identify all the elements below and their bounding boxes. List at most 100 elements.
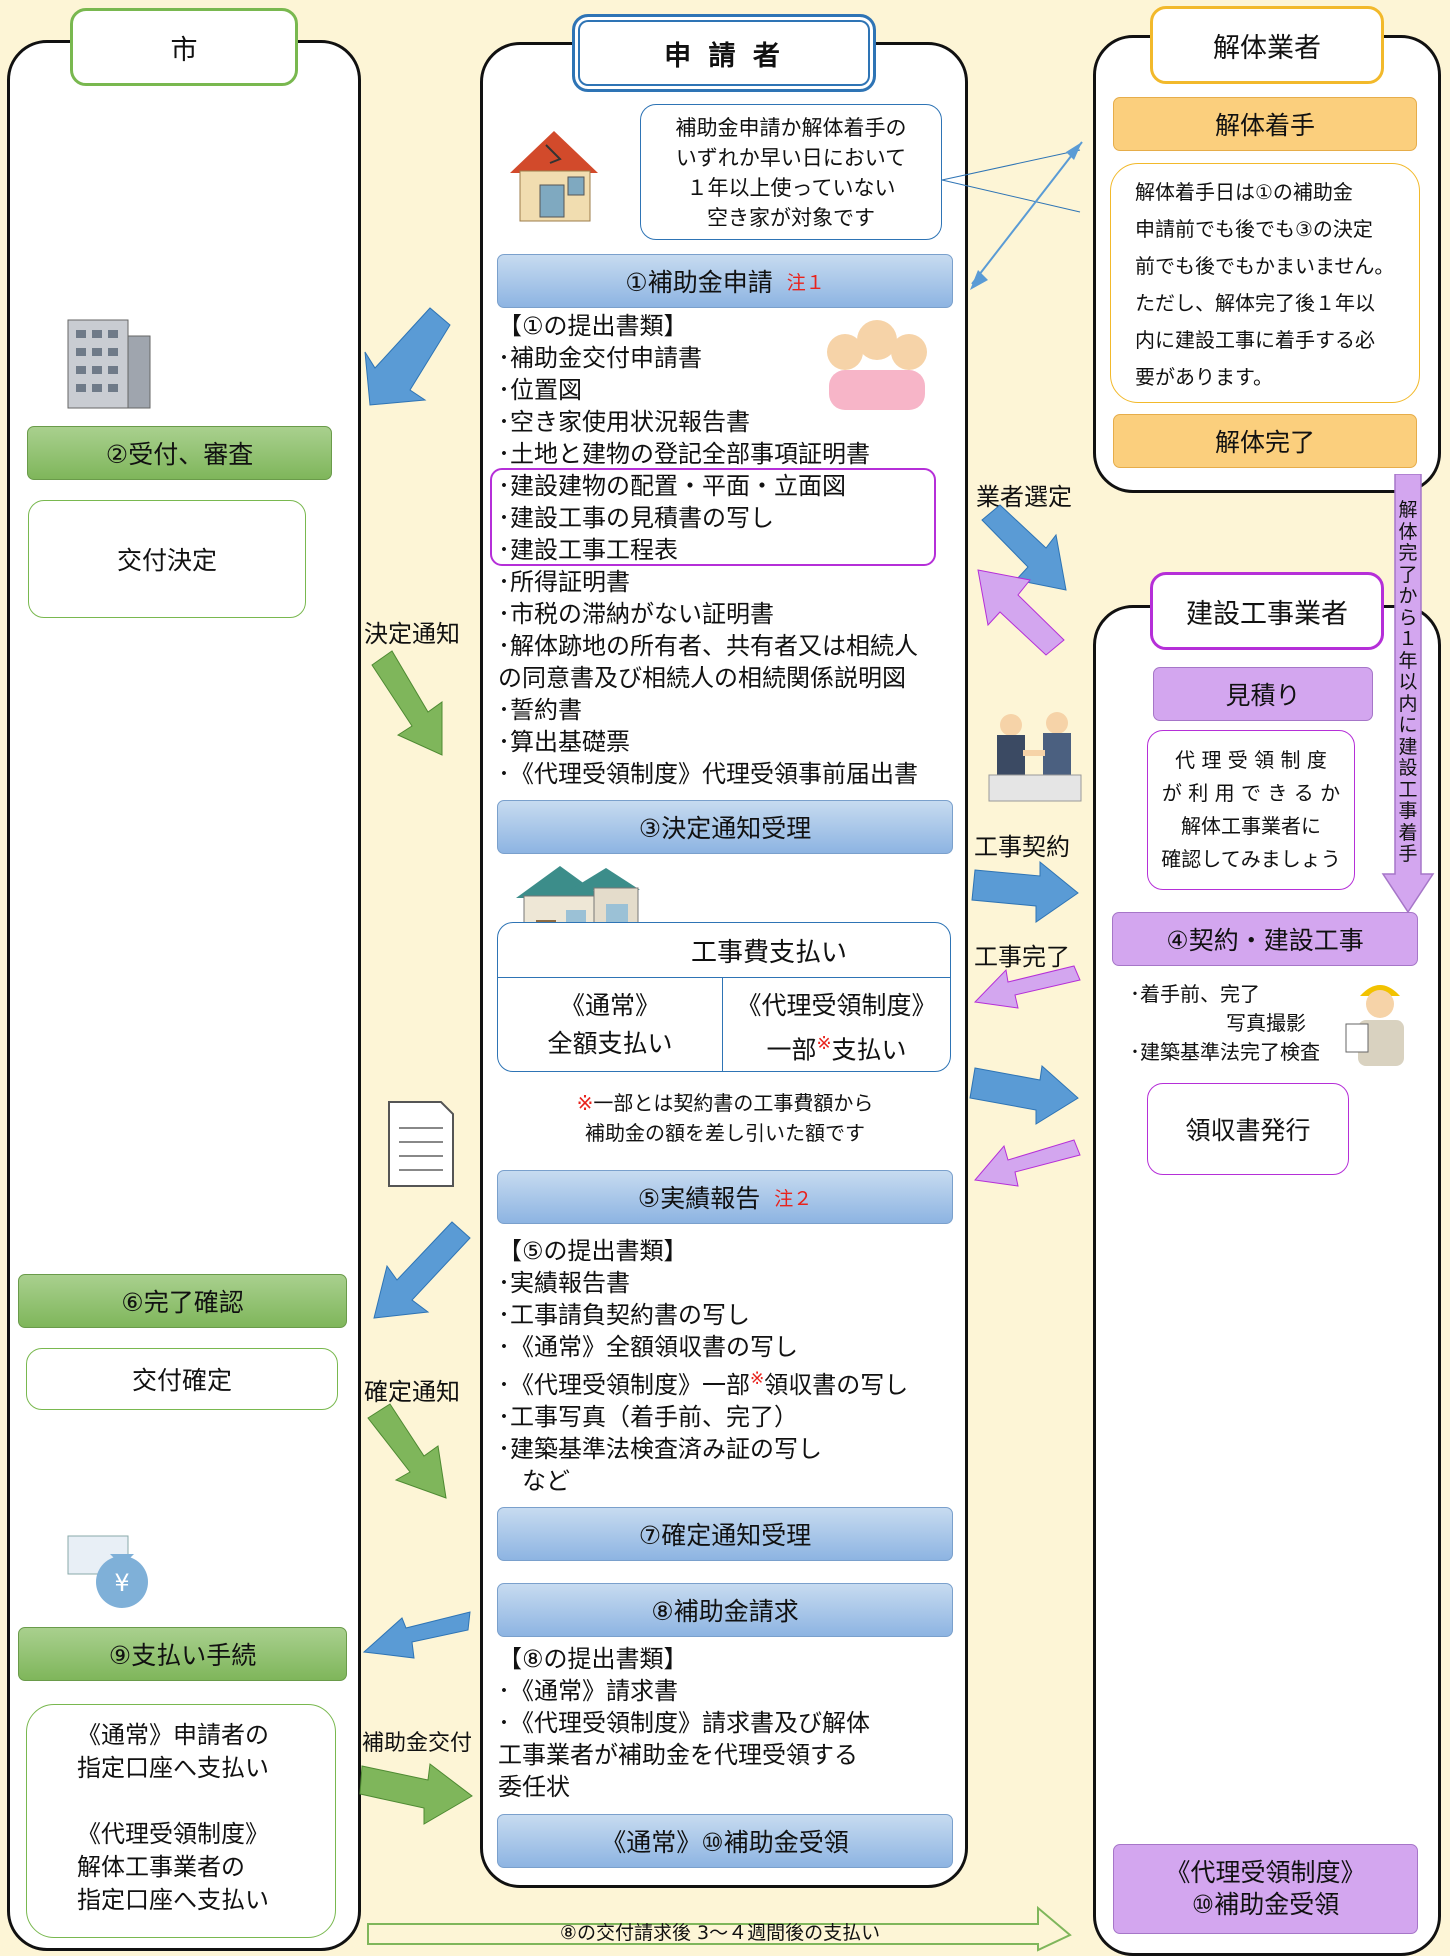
notice-line: 補助金申請か解体着手の	[675, 116, 907, 140]
demolition-note-line: 解体着手日は①の補助金	[1135, 180, 1353, 204]
payment-divider	[498, 977, 950, 978]
doc-item: ･《代理受領制度》請求書及び解体	[498, 1709, 870, 1737]
payment-proxy: 《代理受領制度》 一部※支払い	[723, 987, 950, 1069]
proxy-check-line: 代 理 受 領 制 度	[1175, 748, 1327, 772]
payment-normal: 《通常》 全額支払い	[498, 987, 722, 1063]
doc-item: ･所得証明書	[498, 568, 630, 596]
doc-item: ･《代理受領制度》一部※領収書の写し	[498, 1363, 908, 1401]
grant-confirm-box: 交付確定	[26, 1348, 338, 1410]
report-document-icon	[388, 1101, 454, 1187]
payment-procedure-box: 《通常》申請者の 指定口座へ支払い 《代理受領制度》 解体工事業者の 指定口座へ…	[26, 1704, 336, 1938]
payment-proxy-value: 一部※支払い	[723, 1025, 950, 1069]
doc-item: ･解体跡地の所有者、共有者又は相続人	[498, 632, 918, 660]
procedure-line: 《代理受領制度》	[77, 1820, 269, 1848]
payment-proxy-value-b: 支払い	[831, 1035, 907, 1065]
demolition-note: 解体着手日は①の補助金 申請前でも後でも③の決定 前でも後でもかまいません。 た…	[1110, 163, 1420, 403]
doc-item: 【⑤の提出書類】	[498, 1237, 688, 1265]
step5-bar: ⑤実績報告 注２	[497, 1170, 953, 1224]
construction-header: 建設工事業者	[1150, 572, 1384, 650]
doc-item: ･補助金交付申請書	[498, 344, 702, 372]
bottom-transfer-arrow	[367, 1905, 1072, 1952]
doc-item: など	[498, 1467, 570, 1495]
notice-link-line	[971, 141, 1083, 285]
demolition-note-line: ただし、解体完了後１年以	[1135, 291, 1375, 315]
inspector-worker-icon	[1345, 985, 1404, 1066]
procedure-line: 指定口座へ支払い	[77, 1754, 269, 1782]
doc-item-part: ･《代理受領制度》一部	[498, 1371, 750, 1399]
step1-label: ①補助金申請	[625, 268, 773, 297]
demolition-header: 解体業者	[1150, 6, 1384, 84]
asterisk-mark: ※	[750, 1369, 765, 1389]
proxy-check-line: 解体工事業者に	[1181, 814, 1321, 838]
eligibility-notice: 補助金申請か解体着手の いずれか早い日において １年以上使っていない 空き家が対…	[640, 104, 942, 240]
construction-item: ･着手前、完了	[1130, 982, 1260, 1006]
construction-items: ･着手前、完了 写真撮影 ･建築基準法完了検査	[1130, 980, 1320, 1067]
payment-normal-label: 《通常》	[559, 991, 660, 1020]
decision-notice-label: 決定通知	[364, 620, 460, 648]
construction-item: ･建築基準法完了検査	[1130, 1040, 1320, 1064]
doc-item: 工事業者が補助金を代理受領する	[498, 1741, 858, 1769]
doc-item: ･建築基準法検査済み証の写し	[498, 1435, 822, 1463]
doc-item: ･土地と建物の登記全部事項証明書	[498, 440, 870, 468]
proxy-check-line: 確認してみましょう	[1161, 847, 1341, 871]
step8-bar: ⑧補助金請求	[497, 1583, 953, 1637]
step5-note: 注２	[774, 1187, 813, 1210]
doc-item: ･算出基礎票	[498, 728, 630, 756]
family-icon	[827, 320, 927, 410]
construction-item: 写真撮影	[1226, 1011, 1306, 1035]
demolition-note-line: 内に建設工事に着手する必	[1135, 328, 1375, 352]
payment-note: ※一部とは契約書の工事費額から 補助金の額を差し引いた額です	[500, 1088, 950, 1148]
doc-item: 【①の提出書類】	[498, 312, 688, 340]
demolition-start-bar: 解体着手	[1113, 97, 1417, 151]
construction-docs-highlight	[490, 468, 936, 566]
payment-proxy-value-a: 一部	[766, 1035, 817, 1065]
arrow-to-city-step2	[364, 307, 451, 406]
contract-label: 工事契約	[974, 833, 1070, 861]
step4-bar: ④契約・建設工事	[1112, 912, 1418, 966]
doc-item: ･建設建物の配置・平面・立面図	[498, 472, 846, 500]
payment-divider	[722, 977, 723, 1071]
bottom-transfer-label: ⑧の交付請求後 3～４週間後の支払い	[559, 1922, 881, 1944]
step1-bar: ①補助金申請 注１	[497, 254, 953, 308]
proxy-check-note: 代 理 受 領 制 度 が 利 用 で き る か 解体工事業者に 確認してみま…	[1147, 730, 1355, 890]
payment-note-text: 一部とは契約書の工事費額から	[593, 1091, 874, 1115]
step5-documents: 【⑤の提出書類】 ･実績報告書 ･工事請負契約書の写し ･《通常》全額領収書の写…	[498, 1235, 908, 1497]
step10-proxy-bar: 《代理受領制度》 ⑩補助金受領	[1113, 1844, 1418, 1934]
doc-item: ･工事写真（着手前、完了）	[498, 1403, 798, 1431]
one-year-arrow	[1381, 474, 1435, 914]
vacant-house-icon	[510, 131, 598, 222]
step10-proxy-line2: ⑩補助金受領	[1191, 1890, 1340, 1919]
notice-line: 空き家が対象です	[707, 206, 875, 230]
handshake-contract-icon	[988, 712, 1082, 802]
doc-item: ･《代理受領制度》代理受領事前届出書	[498, 760, 918, 788]
procedure-line: 《通常》申請者の	[77, 1721, 269, 1749]
notice-line: いずれか早い日において	[675, 146, 907, 170]
demolition-note-line: 前でも後でもかまいません。	[1135, 254, 1395, 278]
svg-text:¥: ¥	[114, 1569, 129, 1597]
receipt-issue-box: 領収書発行	[1147, 1083, 1349, 1175]
payment-title: 工事費支払い	[690, 937, 847, 968]
estimate-bar: 見積り	[1153, 667, 1373, 721]
step1-documents: 【①の提出書類】 ･補助金交付申請書 ･位置図 ･空き家使用状況報告書 ･土地と…	[498, 310, 918, 790]
completion-label: 工事完了	[974, 943, 1070, 971]
asterisk-mark: ※	[816, 1033, 832, 1054]
notice-line: １年以上使っていない	[686, 176, 896, 200]
doc-item: ･《通常》全額領収書の写し	[498, 1333, 798, 1361]
doc-item: ･建設工事の見積書の写し	[498, 504, 774, 532]
confirm-notice-label: 確定通知	[364, 1378, 460, 1406]
doc-item: ･誓約書	[498, 696, 582, 724]
select-contractor-label: 業者選定	[976, 483, 1072, 511]
step6-bar: ⑥完了確認	[18, 1274, 347, 1328]
asterisk-mark: ※	[576, 1091, 594, 1115]
subsidy-grant-label: 補助金交付	[362, 1731, 473, 1756]
demolition-note-line: 申請前でも後でも③の決定	[1135, 217, 1373, 241]
doc-item: 委任状	[498, 1773, 570, 1801]
city-hall-building-icon	[67, 319, 151, 409]
applicant-header: 申 請 者	[572, 14, 876, 92]
doc-item: の同意書及び相続人の相続関係説明図	[498, 664, 906, 692]
step3-bar: ③決定通知受理	[497, 800, 953, 854]
doc-item: 【⑧の提出書類】	[498, 1645, 688, 1673]
doc-item: ･建設工事工程表	[498, 536, 678, 564]
doc-item: ･空き家使用状況報告書	[498, 408, 750, 436]
